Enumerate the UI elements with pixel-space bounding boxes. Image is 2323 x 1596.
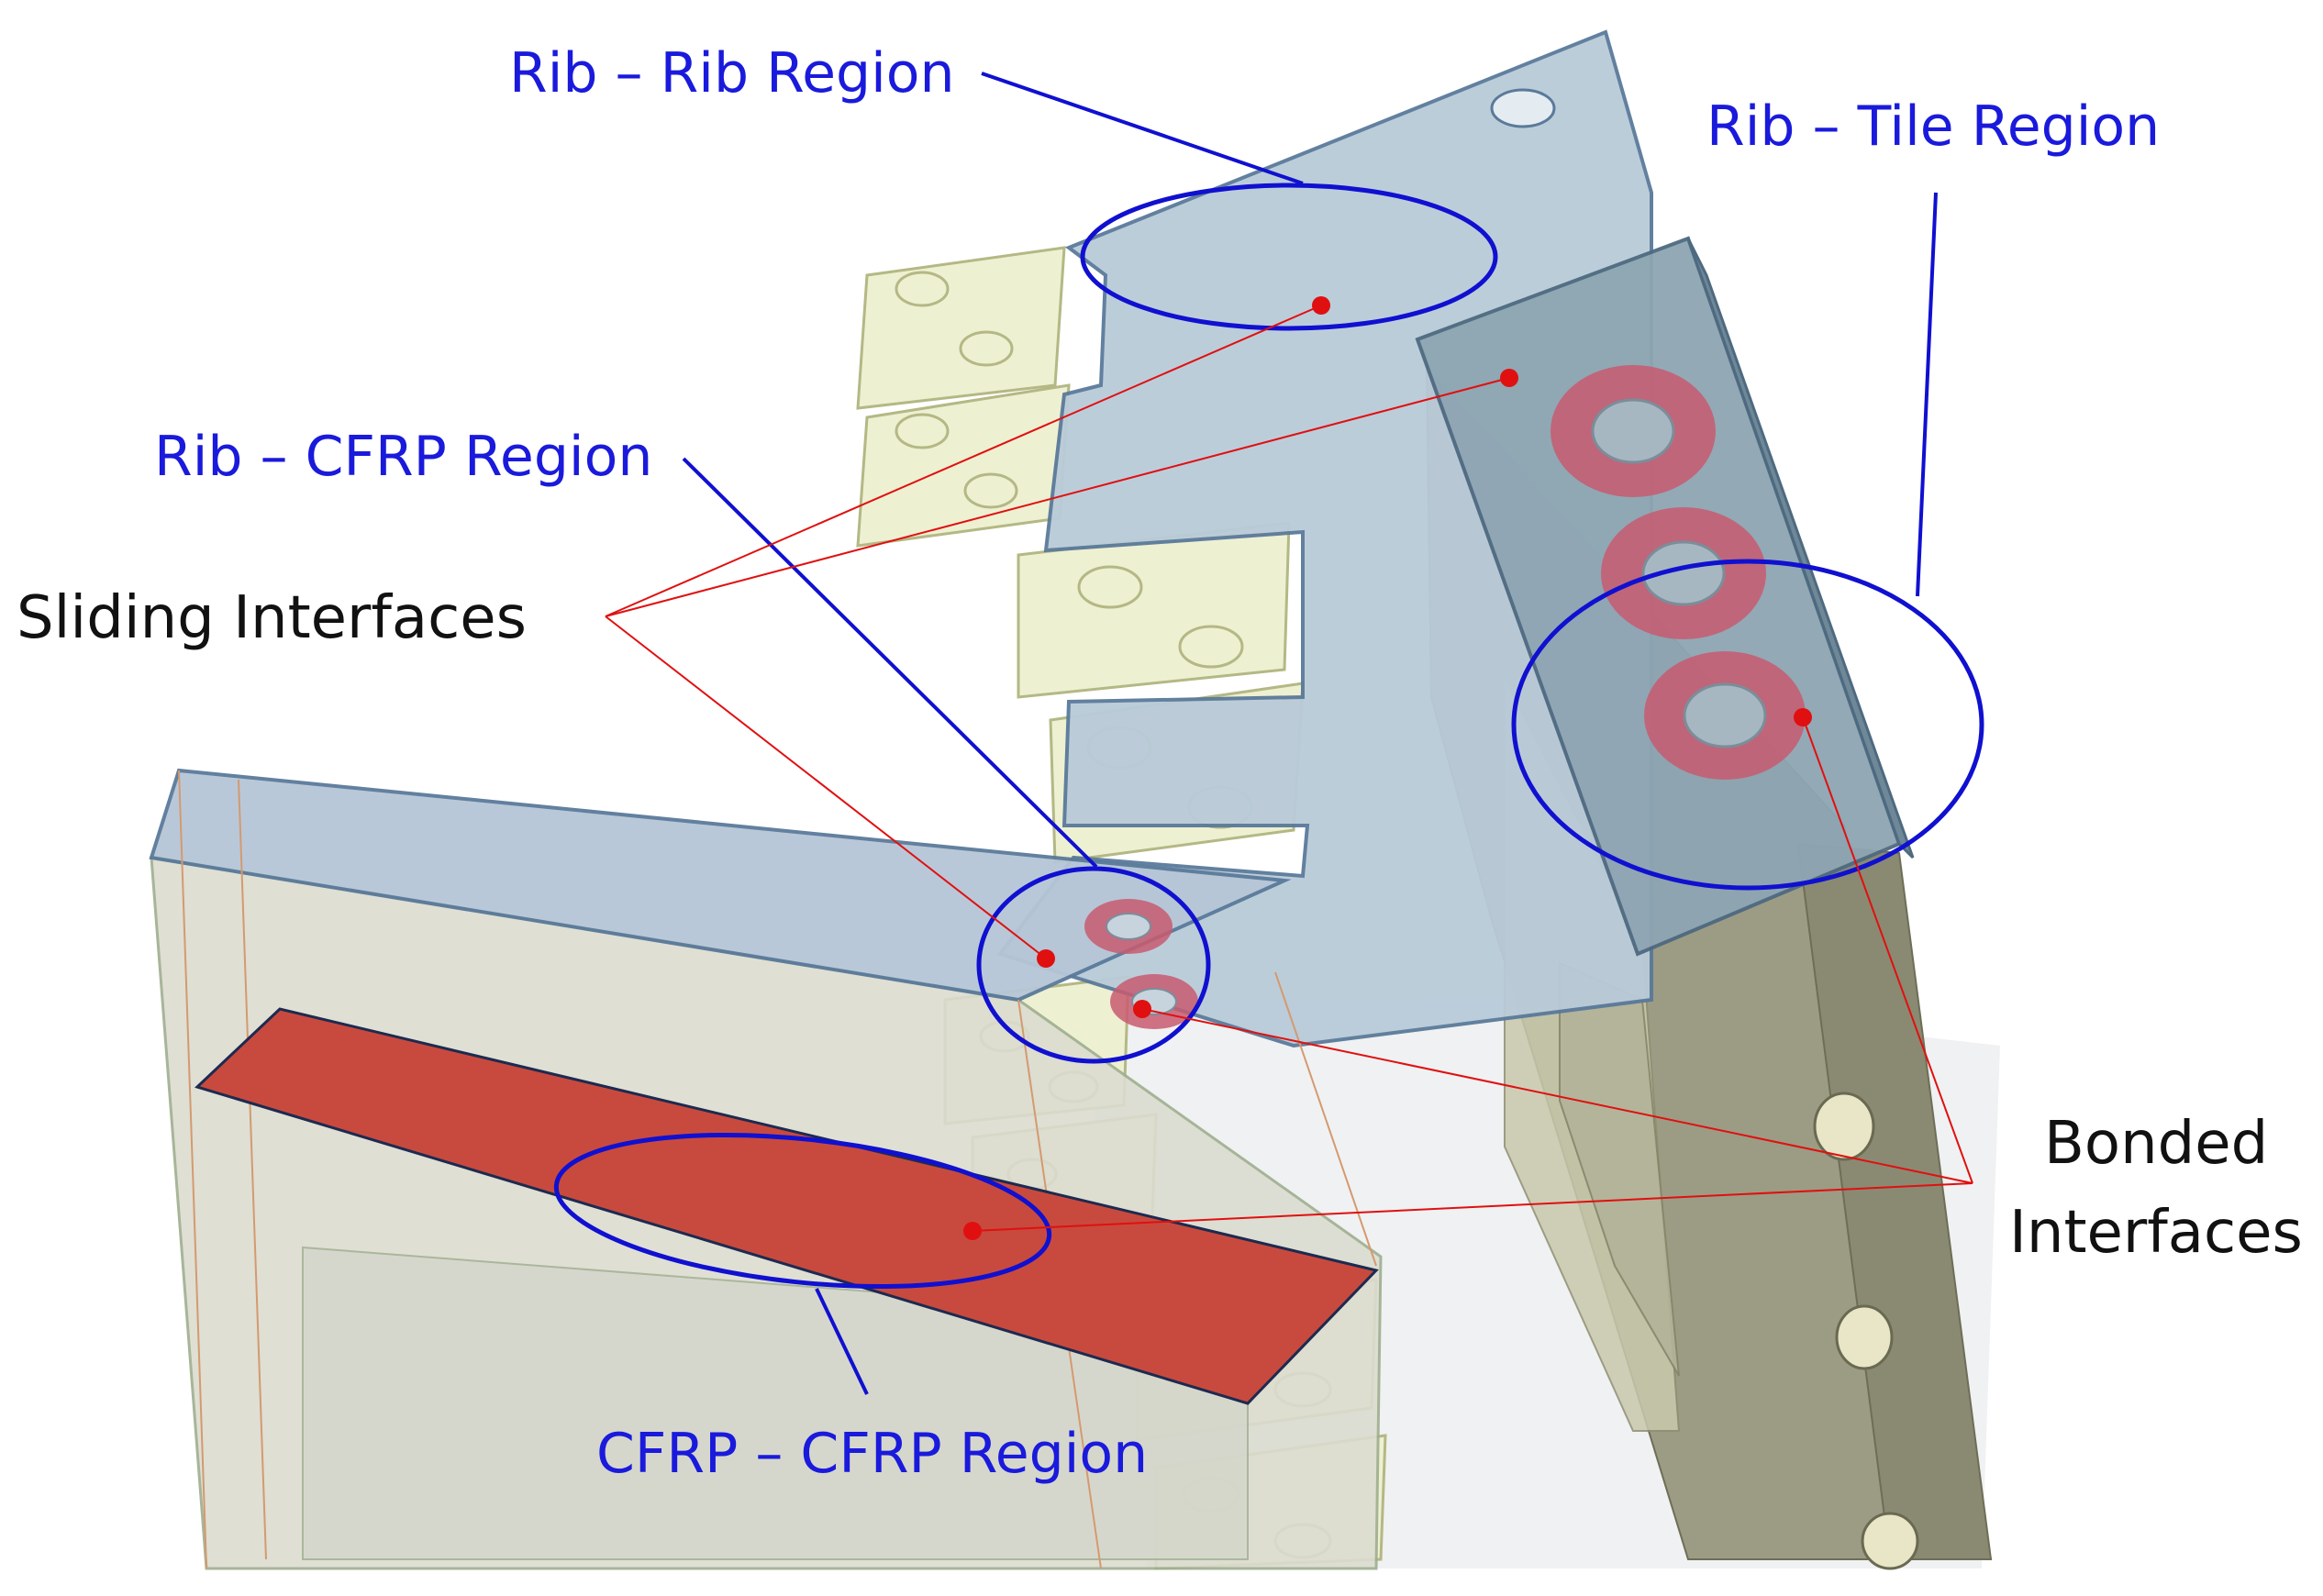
rib-cfrp-region-ellipse [976, 866, 1211, 1064]
interface-marker-dots [963, 296, 1812, 1240]
cfrp-cfrp-region-ellipse [553, 1132, 1052, 1290]
label-cfrp-cfrp-region: CFRP – CFRP Region [596, 1422, 1148, 1486]
label-rib-cfrp-region: Rib – CFRP Region [154, 425, 652, 489]
rib-rib-region-ellipse [1080, 183, 1498, 331]
tile-bolt-rings [1551, 365, 1806, 780]
interface-leader-lines [605, 305, 1973, 1232]
label-bonded-line2: Interfaces [2009, 1199, 2303, 1267]
label-sliding-interfaces: Sliding Interfaces [17, 584, 527, 652]
label-rib-rib-region: Rib – Rib Region [509, 41, 955, 105]
region-leader-lines [682, 72, 1938, 1395]
cfrp-bonded-strip [195, 1007, 1379, 1405]
tile-wall-holes [1813, 1092, 1919, 1570]
rib-plate-hole [1490, 88, 1556, 128]
label-bonded-line1: Bonded [2044, 1110, 2268, 1178]
label-rib-tile-region: Rib – Tile Region [1706, 94, 2160, 159]
rib-tile-region-ellipse [1511, 559, 1984, 891]
tile-block-side [1686, 238, 1915, 859]
